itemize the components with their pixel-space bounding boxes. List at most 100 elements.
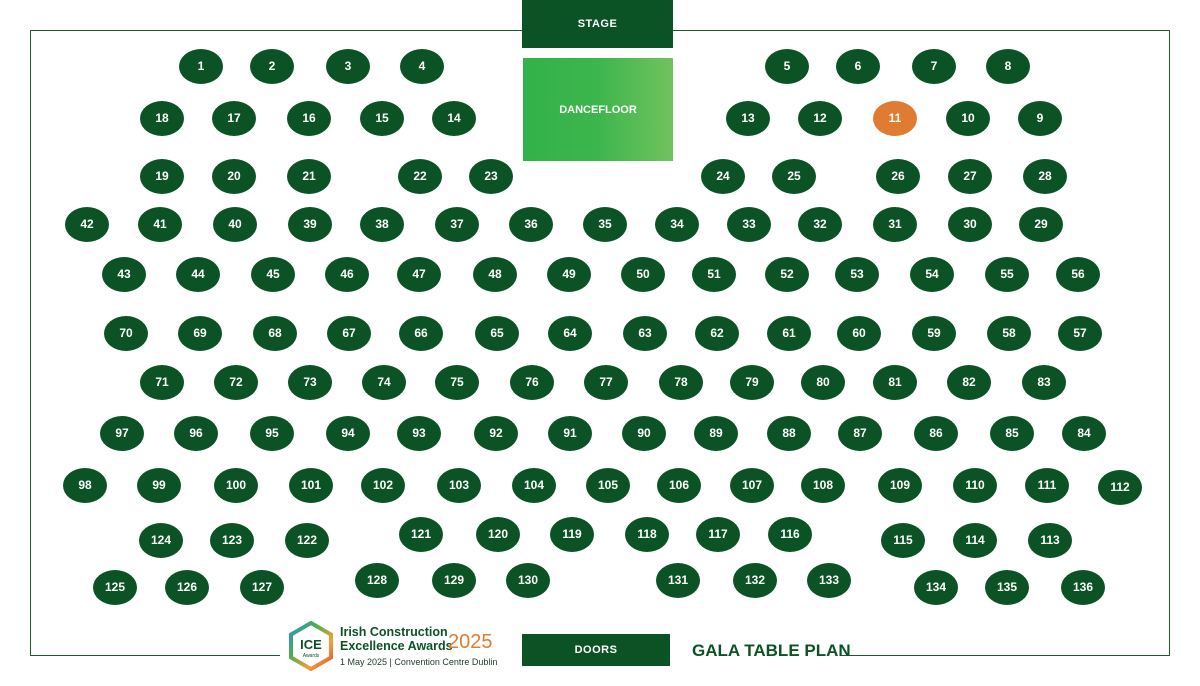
table-136[interactable]: 136 [1061,569,1105,605]
table-5[interactable]: 5 [765,48,809,84]
table-131[interactable]: 131 [656,562,700,598]
table-117[interactable]: 117 [696,516,740,552]
table-130[interactable]: 130 [506,562,550,598]
table-76[interactable]: 76 [510,364,554,400]
table-57[interactable]: 57 [1058,315,1102,351]
table-104[interactable]: 104 [512,467,556,503]
table-70[interactable]: 70 [104,315,148,351]
table-38[interactable]: 38 [360,206,404,242]
table-106[interactable]: 106 [657,467,701,503]
table-101[interactable]: 101 [289,467,333,503]
table-132[interactable]: 132 [733,562,777,598]
table-16[interactable]: 16 [287,100,331,136]
table-115[interactable]: 115 [881,522,925,558]
table-81[interactable]: 81 [873,364,917,400]
table-80[interactable]: 80 [801,364,845,400]
table-56[interactable]: 56 [1056,256,1100,292]
table-36[interactable]: 36 [509,206,553,242]
table-35[interactable]: 35 [583,206,627,242]
table-33[interactable]: 33 [727,206,771,242]
table-90[interactable]: 90 [622,415,666,451]
table-17[interactable]: 17 [212,100,256,136]
table-67[interactable]: 67 [327,315,371,351]
table-134[interactable]: 134 [914,569,958,605]
table-50[interactable]: 50 [621,256,665,292]
table-42[interactable]: 42 [65,206,109,242]
table-23[interactable]: 23 [469,158,513,194]
table-64[interactable]: 64 [548,315,592,351]
table-116[interactable]: 116 [768,516,812,552]
table-111[interactable]: 111 [1025,467,1069,503]
table-126[interactable]: 126 [165,569,209,605]
table-135[interactable]: 135 [985,569,1029,605]
table-48[interactable]: 48 [473,256,517,292]
table-86[interactable]: 86 [914,415,958,451]
table-3[interactable]: 3 [326,48,370,84]
table-107[interactable]: 107 [730,467,774,503]
table-118[interactable]: 118 [625,516,669,552]
table-127[interactable]: 127 [240,569,284,605]
table-113[interactable]: 113 [1028,522,1072,558]
table-108[interactable]: 108 [801,467,845,503]
table-58[interactable]: 58 [987,315,1031,351]
table-95[interactable]: 95 [250,415,294,451]
table-122[interactable]: 122 [285,522,329,558]
table-24[interactable]: 24 [701,158,745,194]
table-63[interactable]: 63 [623,315,667,351]
table-92[interactable]: 92 [474,415,518,451]
table-37[interactable]: 37 [435,206,479,242]
table-84[interactable]: 84 [1062,415,1106,451]
table-30[interactable]: 30 [948,206,992,242]
table-69[interactable]: 69 [178,315,222,351]
table-103[interactable]: 103 [437,467,481,503]
table-14[interactable]: 14 [432,100,476,136]
table-15[interactable]: 15 [360,100,404,136]
table-123[interactable]: 123 [210,522,254,558]
table-65[interactable]: 65 [475,315,519,351]
table-13[interactable]: 13 [726,100,770,136]
table-8[interactable]: 8 [986,48,1030,84]
table-105[interactable]: 105 [586,467,630,503]
table-19[interactable]: 19 [140,158,184,194]
table-11[interactable]: 11 [873,100,917,136]
table-88[interactable]: 88 [767,415,811,451]
table-25[interactable]: 25 [772,158,816,194]
table-40[interactable]: 40 [213,206,257,242]
table-124[interactable]: 124 [139,522,183,558]
table-73[interactable]: 73 [288,364,332,400]
table-85[interactable]: 85 [990,415,1034,451]
table-83[interactable]: 83 [1022,364,1066,400]
table-62[interactable]: 62 [695,315,739,351]
table-99[interactable]: 99 [137,467,181,503]
table-18[interactable]: 18 [140,100,184,136]
table-78[interactable]: 78 [659,364,703,400]
table-31[interactable]: 31 [873,206,917,242]
table-28[interactable]: 28 [1023,158,1067,194]
table-112[interactable]: 112 [1098,469,1142,505]
table-82[interactable]: 82 [947,364,991,400]
table-96[interactable]: 96 [174,415,218,451]
table-29[interactable]: 29 [1019,206,1063,242]
table-119[interactable]: 119 [550,516,594,552]
table-91[interactable]: 91 [548,415,592,451]
table-87[interactable]: 87 [838,415,882,451]
table-43[interactable]: 43 [102,256,146,292]
table-61[interactable]: 61 [767,315,811,351]
table-93[interactable]: 93 [397,415,441,451]
table-53[interactable]: 53 [835,256,879,292]
table-60[interactable]: 60 [837,315,881,351]
table-120[interactable]: 120 [476,516,520,552]
table-1[interactable]: 1 [179,48,223,84]
table-59[interactable]: 59 [912,315,956,351]
table-74[interactable]: 74 [362,364,406,400]
table-45[interactable]: 45 [251,256,295,292]
table-20[interactable]: 20 [212,158,256,194]
table-125[interactable]: 125 [93,569,137,605]
table-79[interactable]: 79 [730,364,774,400]
table-102[interactable]: 102 [361,467,405,503]
table-10[interactable]: 10 [946,100,990,136]
table-129[interactable]: 129 [432,562,476,598]
table-71[interactable]: 71 [140,364,184,400]
table-12[interactable]: 12 [798,100,842,136]
table-22[interactable]: 22 [398,158,442,194]
